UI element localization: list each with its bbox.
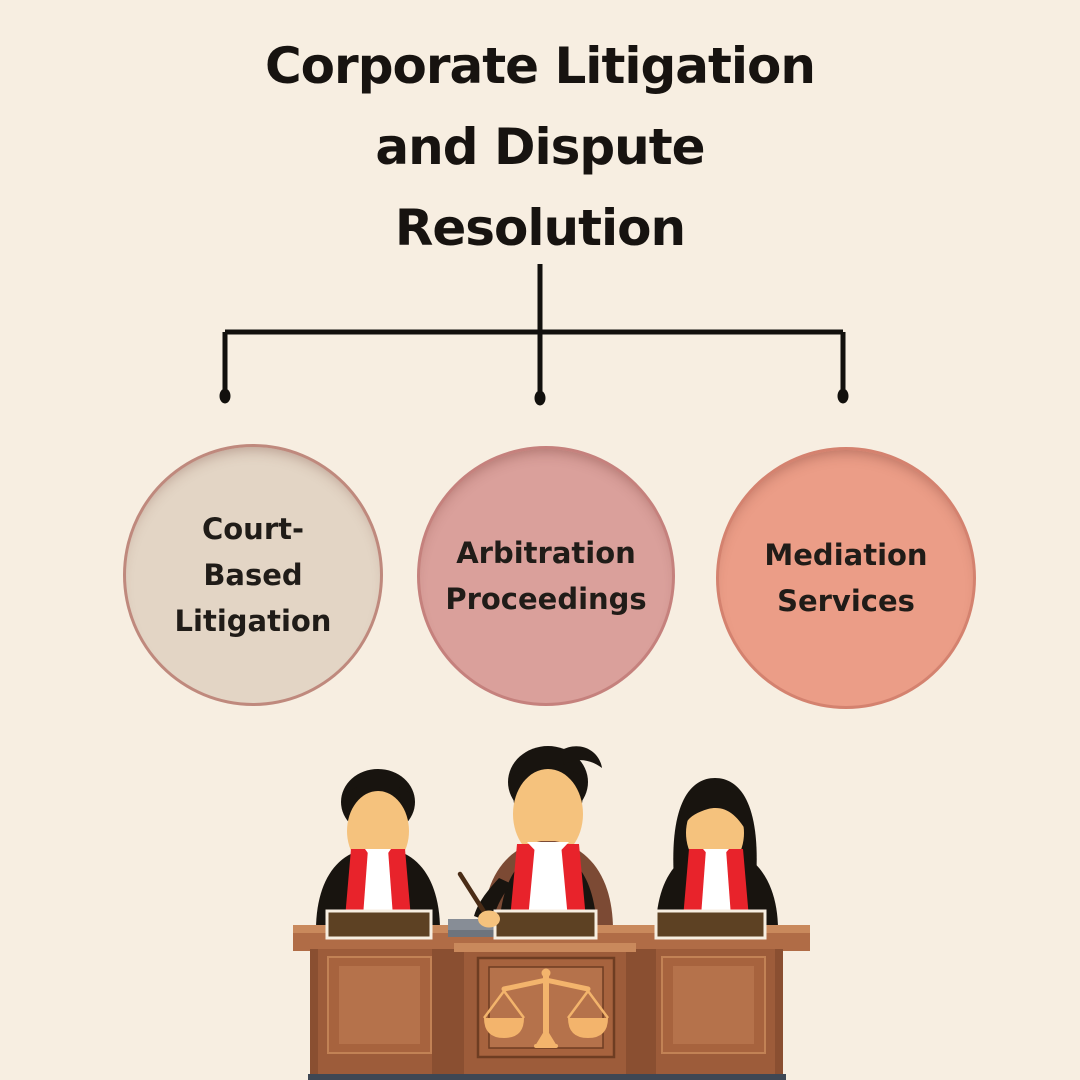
judges-illustration [293, 746, 810, 1080]
title-line: Resolution [394, 199, 686, 257]
tabletop-panels [325, 909, 767, 940]
branch-label-line: Arbitration [456, 536, 636, 570]
page-title: Corporate Litigation and Dispute Resolut… [0, 26, 1080, 269]
scales-of-justice-icon [482, 968, 610, 1048]
branch-circle-mediation-services: Mediation Services [716, 447, 976, 709]
branch-label-line: Based [203, 558, 303, 592]
title-line: and Dispute [375, 118, 705, 176]
judge-male-icon [474, 746, 613, 930]
branch-label-line: Mediation [764, 538, 928, 572]
branch-circle-arbitration-proceedings: Arbitration Proceedings [417, 446, 675, 706]
judge-female-icon [656, 778, 778, 930]
bench-desk-icon [293, 925, 810, 1080]
connector-lines [219, 264, 849, 406]
title-line: Corporate Litigation [264, 37, 816, 95]
branch-label-line: Services [777, 584, 915, 618]
branch-label-line: Court- [201, 512, 305, 546]
branch-label-line: Proceedings [445, 582, 647, 616]
pen-icon [457, 871, 500, 928]
branch-circle-court-based-litigation: Court- Based Litigation [123, 444, 383, 706]
judge-male-icon [316, 769, 440, 930]
branch-label-line: Litigation [174, 604, 332, 638]
